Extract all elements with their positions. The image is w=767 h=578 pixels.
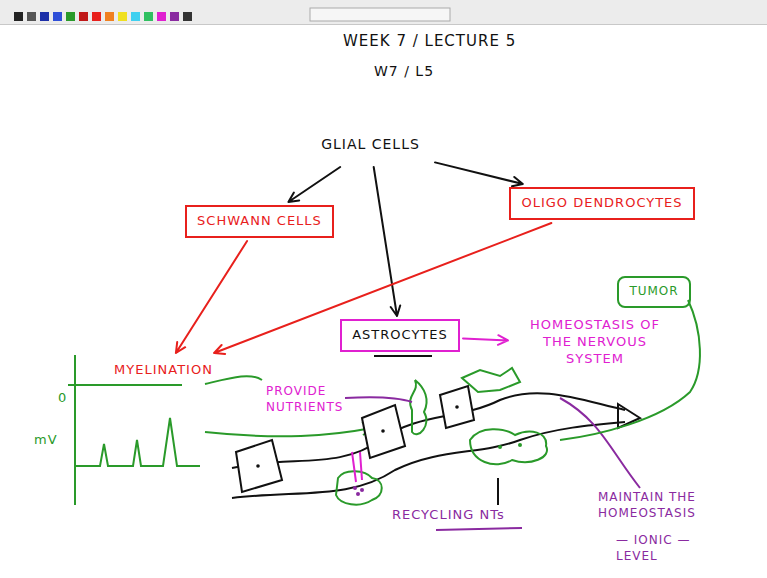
callout-box: TUMOR: [617, 276, 691, 308]
tool-swatch: [92, 12, 101, 21]
function-text: HOMEOSTASIS OF THE NERVOUS SYSTEM: [511, 311, 683, 378]
action-potential-trace: [75, 418, 200, 466]
zero-line: [68, 384, 182, 386]
astrocyte: [462, 368, 520, 392]
tool-swatch: [53, 12, 62, 21]
arrow-connector: [435, 162, 523, 186]
node-text: GLIAL CELLS: [319, 135, 422, 153]
tool-swatch: [170, 12, 179, 21]
vesicle-dot: [360, 488, 364, 492]
process-box: OLIGO DENDROCYTES: [509, 187, 695, 220]
nucleus-dot: [381, 429, 385, 433]
myelin-sheath: [362, 405, 405, 458]
tool-swatch: [118, 12, 127, 21]
toolbar: [0, 0, 767, 24]
leader-line: [345, 397, 412, 402]
arrow-connector: [176, 241, 247, 353]
astrocyte: [470, 429, 547, 464]
note-text: RECYCLING NTs: [392, 507, 505, 524]
tool-swatch: [105, 12, 114, 21]
node-text: SCHWANN CELLS: [197, 213, 322, 230]
underline: [436, 528, 522, 530]
tool-bar-pens: [310, 8, 450, 21]
underline: [374, 355, 432, 357]
leader-line: [497, 478, 499, 505]
arrow-connector: [374, 167, 401, 316]
nucleus-dot: [518, 443, 522, 447]
node-text: OLIGO DENDROCYTES: [521, 195, 683, 212]
axis-unit: mV: [34, 432, 58, 449]
tool-swatch: [131, 12, 140, 21]
tool-swatch: [183, 12, 192, 21]
nucleus-dot: [498, 445, 502, 449]
vesicle-dot: [353, 486, 357, 490]
note-text: MAINTAIN THE HOMEOSTASIS: [598, 490, 758, 521]
myelin-sheath: [440, 386, 474, 428]
axon-outline: [232, 422, 625, 498]
myelin-sheath: [236, 440, 282, 492]
arrow-connector: [463, 335, 508, 345]
signal-arrow: [205, 422, 374, 436]
tool-swatch: [144, 12, 153, 21]
astrocyte: [336, 471, 382, 504]
node-text: ASTROCYTES: [352, 327, 448, 344]
tool-swatch: [157, 12, 166, 21]
note-text: PROVIDE NUTRIENTS: [266, 384, 362, 415]
note-text: — IONIC — LEVEL: [616, 533, 706, 564]
node-text: TUMOR: [629, 284, 679, 300]
nucleus-dot: [455, 405, 459, 409]
lecture-title: WEEK 7 / LECTURE 5: [343, 32, 516, 52]
signal-arrow: [205, 376, 262, 384]
arrow-connector: [214, 223, 551, 354]
toolbar-edge: [0, 24, 767, 25]
node-text: HOMEOSTASIS OF THE NERVOUS SYSTEM: [521, 317, 669, 368]
axis-value: 0: [58, 390, 67, 407]
process-box: SCHWANN CELLS: [185, 205, 334, 238]
heading-text: GLIAL CELLS: [309, 129, 432, 164]
node-text: MYELINATION: [112, 362, 215, 379]
astrocyte-foot: [410, 380, 426, 434]
function-text: MYELINATION: [102, 356, 225, 389]
nucleus-dot: [256, 464, 260, 468]
lecture-code: W7 / L5: [374, 62, 434, 80]
vesicle-dot: [356, 492, 360, 496]
tool-swatch: [14, 12, 23, 21]
tool-swatch: [79, 12, 88, 21]
tool-swatch: [27, 12, 36, 21]
tool-swatch: [40, 12, 49, 21]
synapse-marker: [352, 452, 362, 482]
plot-axis: [74, 355, 76, 505]
tool-swatch: [66, 12, 75, 21]
leader-line: [560, 398, 640, 488]
arrow-connector: [288, 167, 340, 202]
process-box: ASTROCYTES: [340, 319, 460, 352]
